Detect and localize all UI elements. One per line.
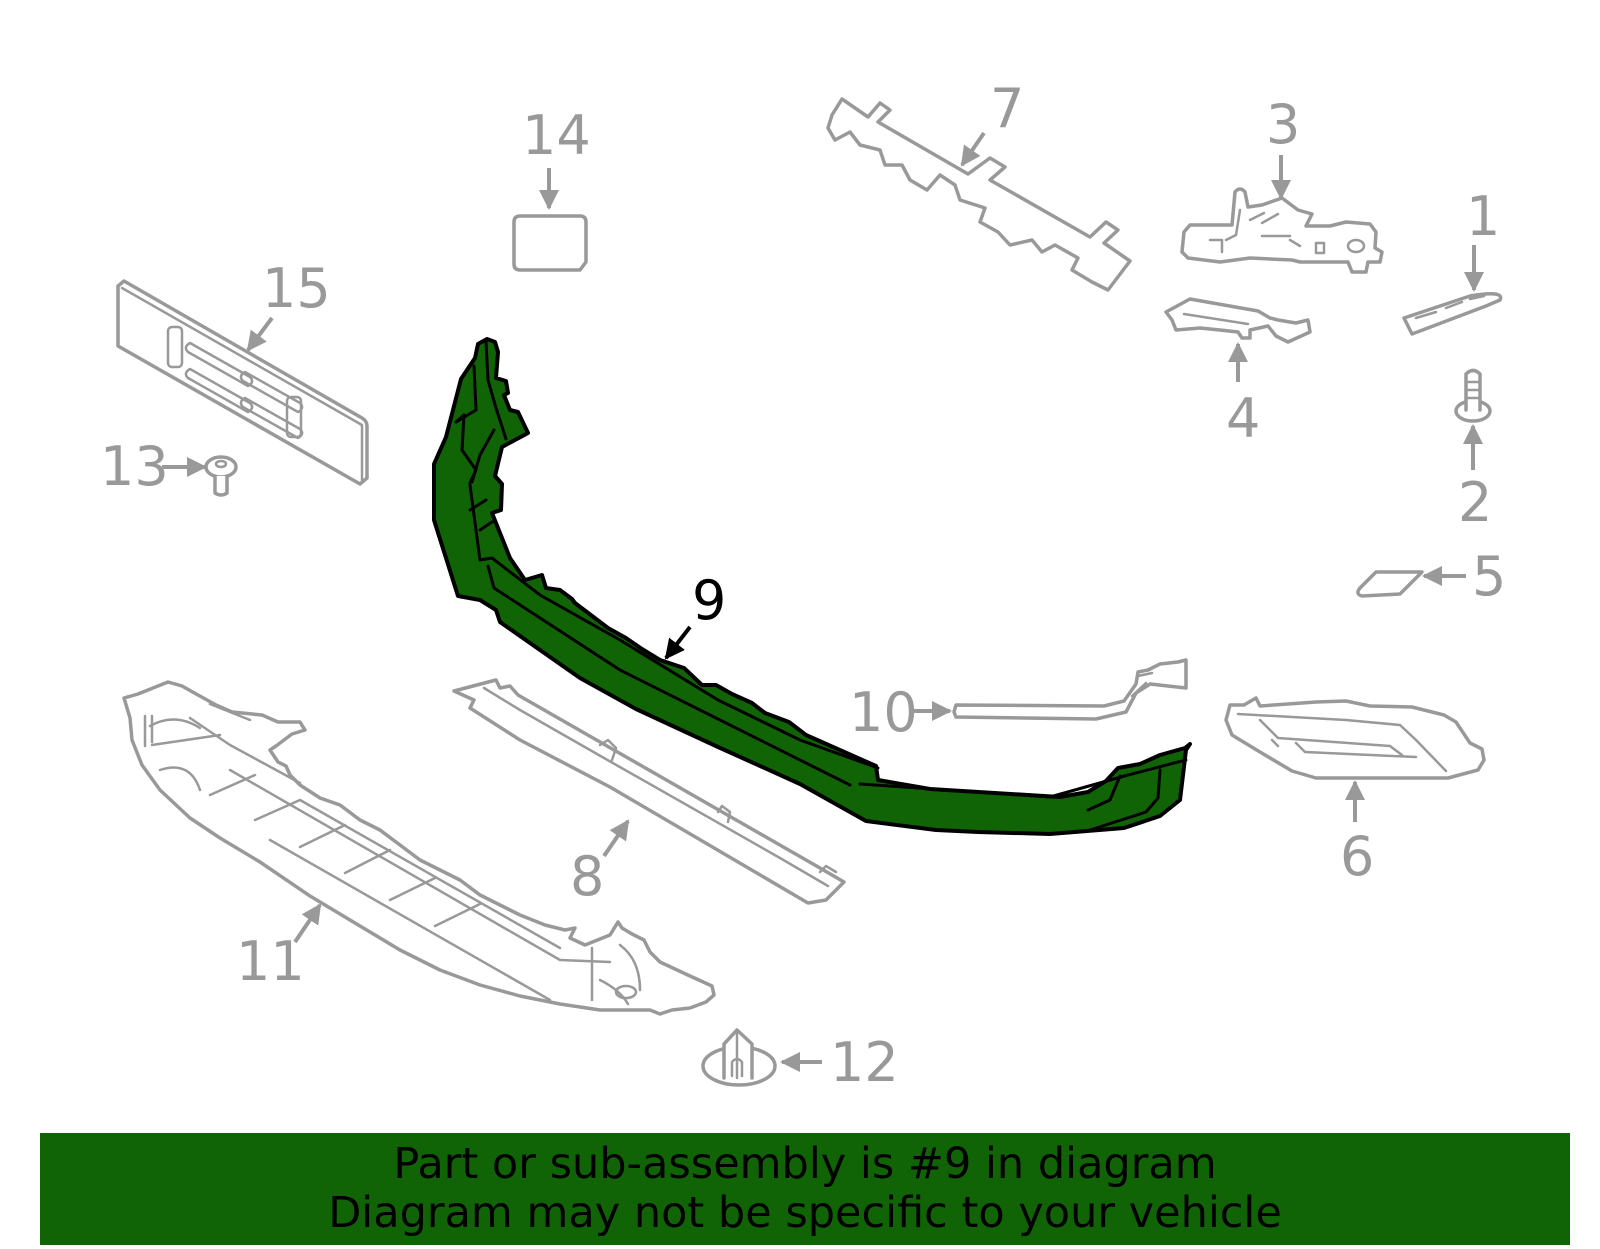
part-8-trim-strip[interactable] xyxy=(452,678,846,905)
callout-11[interactable]: 11 xyxy=(236,930,305,993)
info-banner: Part or sub-assembly is #9 in diagram Di… xyxy=(40,1133,1570,1245)
part-9-lower-spoiler[interactable] xyxy=(432,337,1192,836)
part-15-license-bracket[interactable] xyxy=(116,279,369,486)
part-2-screw[interactable] xyxy=(1454,368,1492,471)
part-6-grille-insert[interactable] xyxy=(1224,696,1486,822)
part-14-cover[interactable] xyxy=(512,168,588,272)
callout-8[interactable]: 8 xyxy=(570,845,605,908)
part-4-bracket[interactable] xyxy=(1164,297,1312,382)
callout-7[interactable]: 7 xyxy=(990,77,1025,140)
part-3-bracket[interactable] xyxy=(1180,155,1384,274)
callout-15[interactable]: 15 xyxy=(262,257,331,320)
banner-disclaimer: Diagram may not be specific to your vehi… xyxy=(328,1188,1282,1238)
callout-1[interactable]: 1 xyxy=(1466,185,1501,248)
callout-10[interactable]: 10 xyxy=(849,681,918,744)
part-5-cap[interactable] xyxy=(1356,566,1466,598)
callout-6[interactable]: 6 xyxy=(1340,825,1375,888)
part-1-bracket-strip[interactable] xyxy=(1402,245,1503,336)
callout-13[interactable]: 13 xyxy=(100,435,169,498)
part-13-bolt[interactable] xyxy=(162,455,238,497)
part-10-trim-bracket[interactable] xyxy=(914,658,1188,721)
callout-12[interactable]: 12 xyxy=(830,1031,899,1094)
callout-2[interactable]: 2 xyxy=(1458,471,1493,534)
callout-3[interactable]: 3 xyxy=(1266,93,1301,156)
callout-5[interactable]: 5 xyxy=(1472,545,1507,608)
part-7-reinforcement-bar[interactable] xyxy=(826,97,1132,292)
part-12-push-clip[interactable] xyxy=(701,1028,822,1087)
callout-14[interactable]: 14 xyxy=(522,104,591,167)
banner-part-info: Part or sub-assembly is #9 in diagram xyxy=(393,1139,1217,1189)
part-11-lower-shield[interactable] xyxy=(122,680,716,1016)
callout-9[interactable]: 9 xyxy=(692,569,727,632)
callout-4[interactable]: 4 xyxy=(1226,387,1261,450)
